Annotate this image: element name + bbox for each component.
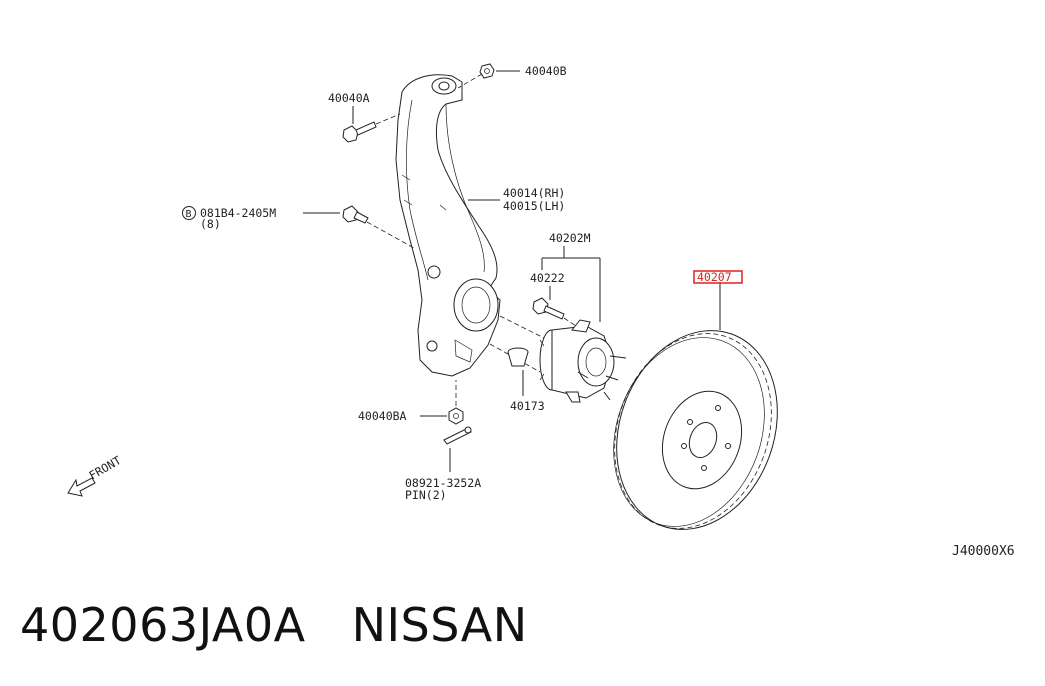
front-label: FRONT — [87, 453, 124, 482]
bolt-40040a — [342, 113, 401, 143]
leader-lines — [303, 70, 721, 472]
diagram-code: J40000X6 — [952, 544, 1015, 559]
label-40040b: 40040B — [525, 64, 567, 78]
label-40207: 40207 — [697, 270, 732, 284]
bolt-081b4 — [342, 205, 415, 249]
cotter-pin — [443, 426, 472, 445]
label-40014-rh: 40014(RH) — [503, 186, 565, 200]
brake-rotor — [613, 330, 778, 530]
hub-bolt-40222 — [532, 297, 577, 327]
label-40222: 40222 — [530, 271, 565, 285]
rotor-highlight-box — [693, 270, 743, 284]
label-40040a: 40040A — [328, 91, 370, 105]
hub-assembly — [489, 315, 627, 403]
nut-40040b — [457, 63, 495, 89]
brand-name: NISSAN — [351, 598, 528, 652]
label-08921-3252a: 08921-3252A — [405, 476, 481, 490]
b-circle-marker — [182, 206, 196, 220]
nut-40040ba — [448, 380, 464, 425]
label-081b4-2405m: 081B4-2405M — [200, 206, 276, 220]
steering-knuckle — [395, 74, 501, 377]
label-40173: 40173 — [510, 399, 545, 413]
label-40040ba: 40040BA — [358, 409, 407, 423]
label-pin-qty: PIN(2) — [405, 488, 447, 502]
label-081b4-qty: (8) — [200, 217, 221, 231]
label-40202m: 40202M — [549, 231, 591, 245]
cap-40173 — [507, 347, 529, 367]
part-number: 402063JA0A — [20, 598, 306, 652]
label-b-marker: B — [186, 209, 192, 220]
label-40015-lh: 40015(LH) — [503, 199, 565, 213]
part-caption: 402063JA0A NISSAN — [20, 598, 574, 652]
front-arrow: FRONT — [67, 453, 124, 497]
